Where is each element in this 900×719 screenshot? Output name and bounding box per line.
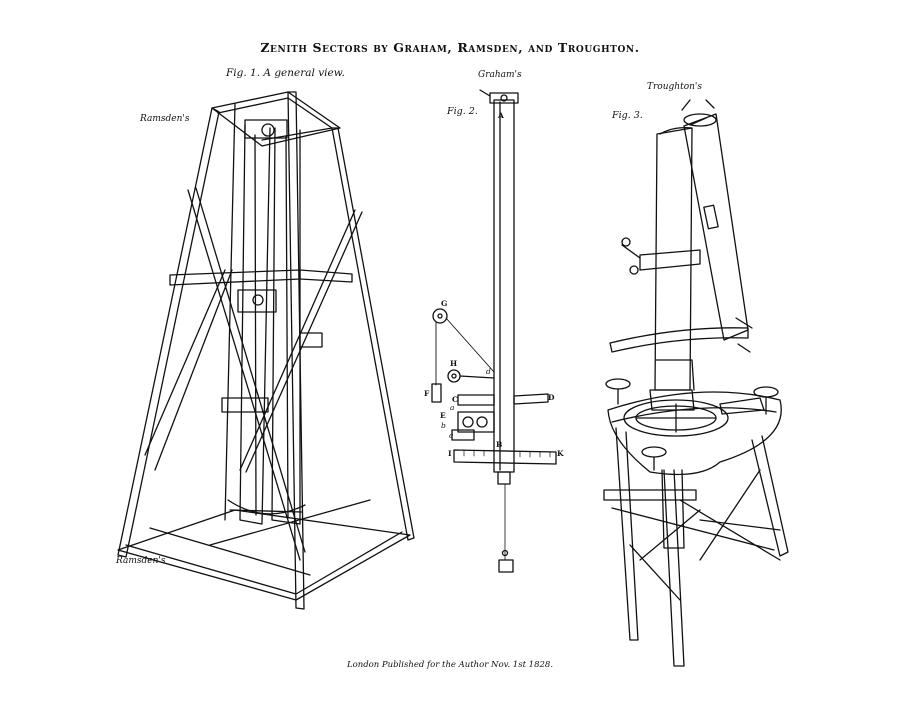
- ref-letter-G: G: [441, 299, 448, 308]
- fig2-caption: Fig. 2.: [447, 106, 478, 117]
- fig2-maker-label: Graham's: [478, 70, 522, 80]
- fig3-maker-label: Troughton's: [647, 82, 703, 92]
- fig3-caption: Fig. 3.: [612, 110, 643, 121]
- ref-letter-d: d: [486, 367, 491, 376]
- plate-imprint: London Published for the Author Nov. 1st…: [346, 660, 554, 670]
- ref-letter-c: c: [449, 431, 454, 440]
- ref-letter-F: F: [424, 389, 430, 398]
- ref-letter-I: I: [448, 449, 452, 458]
- ref-letter-H: H: [450, 359, 458, 368]
- plate-title: Zenith Sectors by Graham, Ramsden, and T…: [260, 40, 640, 55]
- fig1-maker-label-bottom: Ramsden's: [116, 556, 166, 566]
- ref-letter-K: K: [557, 449, 564, 458]
- ref-letter-E: E: [440, 411, 446, 420]
- ref-letter-D: D: [548, 393, 555, 402]
- ref-letter-b: b: [441, 421, 446, 430]
- fig3-troughton-sector: [603, 99, 789, 667]
- fig1-caption: Fig. 1. A general view.: [226, 67, 345, 79]
- fig2-graham-sector: [431, 89, 557, 573]
- ref-letter-a: a: [450, 403, 455, 412]
- fig1-maker-label-top: Ramsden's: [140, 114, 190, 124]
- ref-letter-B: B: [496, 440, 503, 449]
- ref-letter-C: C: [452, 395, 458, 404]
- ref-letter-A: A: [498, 111, 504, 120]
- fig1-ramsden-frame: [117, 91, 415, 610]
